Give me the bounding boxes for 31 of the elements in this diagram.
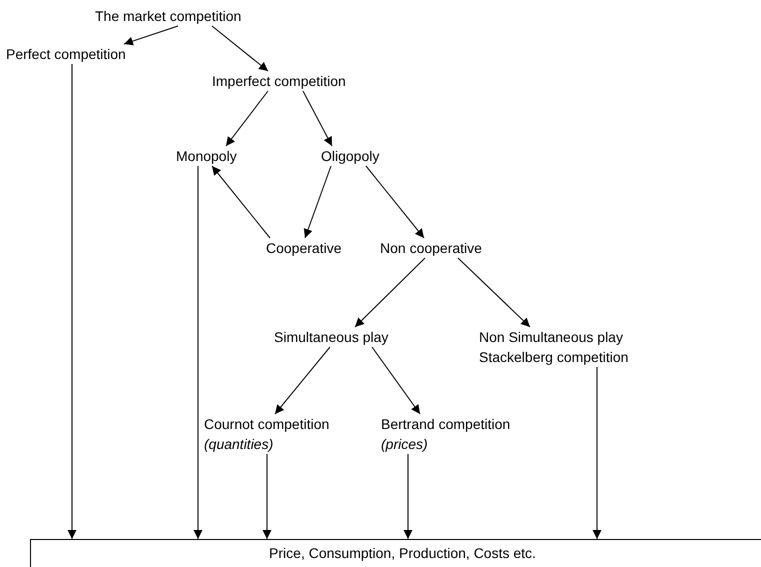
arrow [274,346,330,414]
arrow [68,64,76,540]
arrow [404,454,412,540]
category-label: Bertrand competition [381,415,512,434]
category-label: Perfect competition [6,45,127,64]
category-label: Stackelberg competition [479,348,630,367]
category-label: Monopoly [176,147,238,166]
arrow [226,90,268,146]
arrow [302,90,332,146]
category-label: Cournot competition [204,415,330,434]
arrow [354,258,426,328]
result-box: Price, Consumption, Production, Costs etc. [30,539,761,567]
arrow [458,258,530,328]
category-label: Non Simultaneous play [479,328,624,347]
arrow [194,166,202,540]
category-label: Imperfect competition [212,72,347,91]
category-label: The market competition [95,7,242,26]
arrow [372,346,420,414]
arrow [262,454,272,540]
arrow [304,166,332,238]
category-label: Simultaneous play [274,328,390,347]
arrow [212,26,268,72]
arrow [212,166,270,238]
arrow [366,166,424,238]
category-label: Oligopoly [321,147,380,166]
arrow [592,366,602,540]
note-text: (prices) [381,435,429,454]
category-label: Non cooperative [380,239,483,258]
note-text: (quantities) [204,435,274,454]
category-label: Cooperative [266,239,342,258]
arrow [124,26,178,46]
